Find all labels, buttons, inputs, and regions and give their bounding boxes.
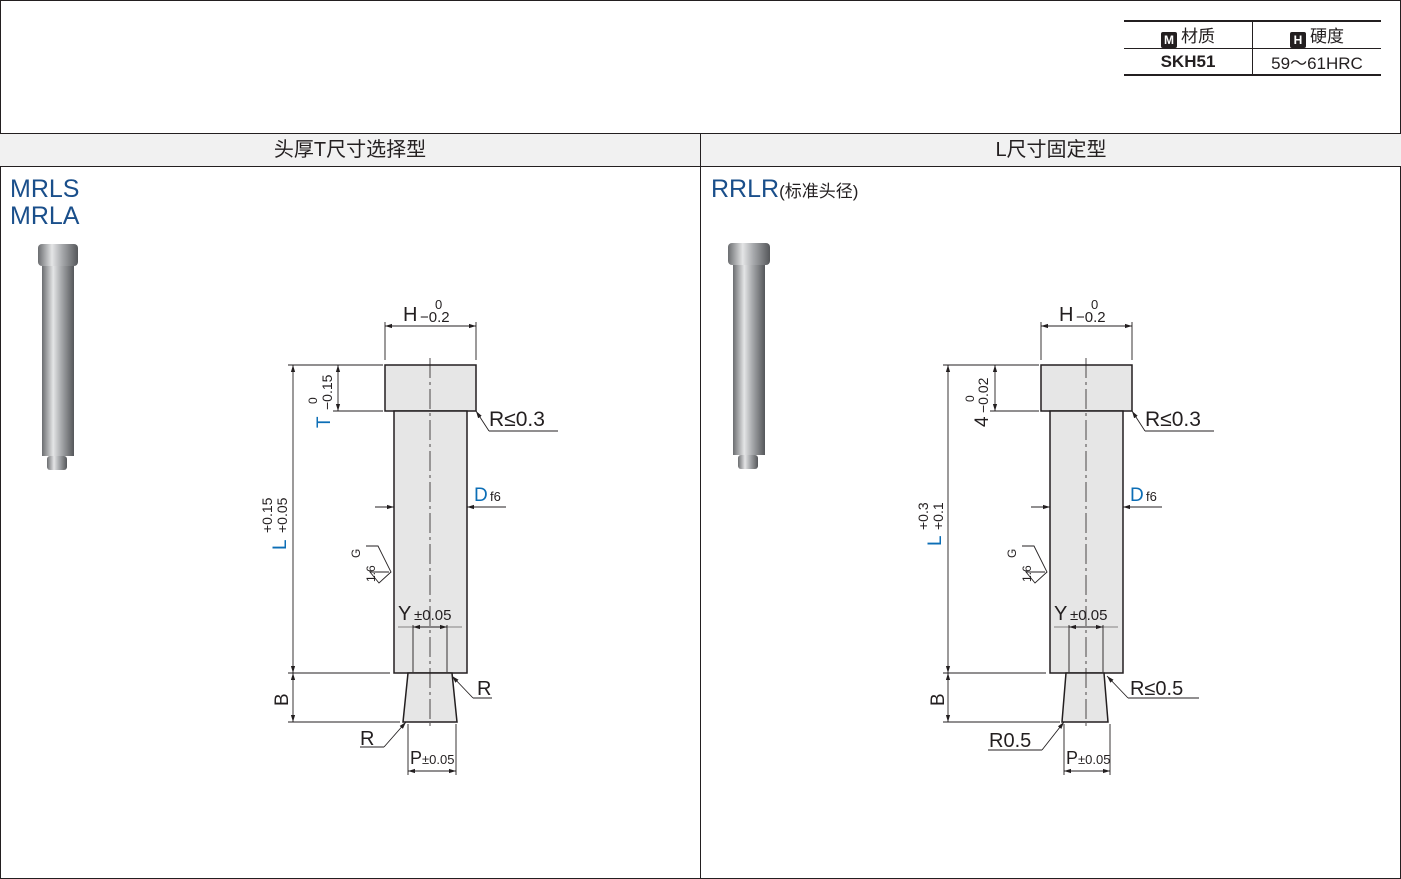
d-tolerance: f6 (1146, 489, 1157, 504)
material-value: SKH51 (1124, 48, 1253, 76)
d-dimension: D (1130, 485, 1144, 506)
right-section-header: L尺寸固定型 (701, 133, 1401, 167)
h-dimension: H (1059, 304, 1073, 326)
y-tolerance: ±0.05 (1070, 607, 1107, 624)
roughness-value: 1.6 (364, 565, 378, 582)
t-dimension: T (314, 416, 335, 428)
model-name: RRLR (711, 175, 780, 203)
grinding-mark: G (349, 549, 363, 558)
l-dimension: L (270, 539, 291, 550)
b-dimension: B (272, 693, 293, 706)
right-dimension-lines (943, 322, 1214, 775)
t-tol-lower: −0.15 (319, 374, 335, 410)
p-dimension: P (410, 748, 422, 768)
h-tol-lower: −0.2 (1076, 309, 1106, 326)
material-badge-icon: M (1161, 32, 1177, 48)
left-dimension-labels: H 0 −0.2 T 0 −0.15 L +0.15 +0.05 R≤0.3 D… (259, 297, 545, 768)
t-dimension: 4 (972, 416, 993, 427)
hardness-value: 59～61HRC (1252, 48, 1381, 76)
hardness-label: 硬度 (1310, 27, 1344, 46)
roughness-value: 1.6 (1020, 565, 1034, 582)
head-radius-label: R≤0.3 (489, 408, 545, 431)
lower-radius-label: R (360, 728, 374, 750)
right-pin-drawing (1040, 358, 1133, 730)
d-tolerance: f6 (490, 489, 501, 504)
d-dimension: D (474, 485, 488, 506)
model-note: (标准头径) (779, 182, 859, 201)
b-dimension: B (928, 693, 949, 706)
left-section-header: 头厚T尺寸选择型 (0, 133, 700, 167)
model-name: MRLA (10, 202, 80, 230)
p-dimension: P (1066, 748, 1078, 768)
model-name: MRLS (10, 175, 80, 203)
grinding-mark: G (1005, 549, 1019, 558)
h-tol-upper: 0 (435, 297, 442, 312)
l-dimension: L (925, 535, 946, 546)
lower-radius-label: R0.5 (989, 730, 1031, 752)
l-tol-lower: +0.05 (274, 497, 290, 533)
h-tol-upper: 0 (1091, 297, 1098, 312)
y-dimension: Y (1054, 603, 1067, 625)
head-radius-label: R≤0.3 (1145, 408, 1201, 431)
material-label: 材质 (1181, 27, 1215, 46)
section-divider (700, 133, 701, 878)
t-tol-upper: 0 (306, 397, 320, 404)
p-tolerance: ±0.05 (422, 752, 454, 767)
h-dimension: H (403, 304, 417, 326)
h-tol-lower: −0.2 (420, 309, 450, 326)
pin-photo-right (728, 243, 770, 469)
upper-radius-label: R≤0.5 (1130, 678, 1183, 700)
pin-photo-left (38, 244, 78, 470)
l-tol-upper: +0.3 (915, 502, 931, 530)
upper-radius-label: R (477, 678, 491, 700)
hardness-badge-icon: H (1290, 32, 1306, 48)
t-tol-upper: 0 (963, 395, 977, 402)
y-tolerance: ±0.05 (414, 607, 451, 624)
l-tol-upper: +0.15 (259, 497, 275, 533)
left-dimension-lines (288, 322, 558, 775)
right-dimension-labels: H 0 −0.2 4 0 −0.02 L +0.3 +0.1 R≤0.3 D f… (915, 297, 1201, 768)
y-dimension: Y (398, 603, 411, 625)
p-tolerance: ±0.05 (1078, 752, 1110, 767)
l-tol-lower: +0.1 (930, 502, 946, 530)
left-model-list: MRLS MRLA (10, 176, 79, 230)
t-tol-lower: −0.02 (975, 377, 991, 413)
right-model-title: RRLR(标准头径) (711, 176, 858, 205)
left-pin-drawing (384, 358, 477, 730)
